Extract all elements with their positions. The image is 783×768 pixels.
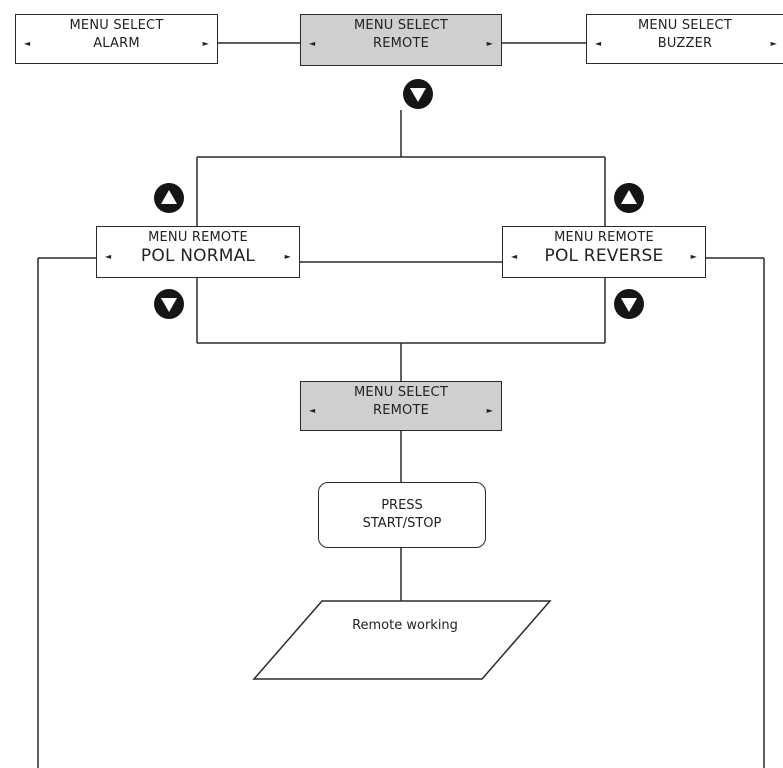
left-arrow-icon: ◄ [105, 252, 112, 261]
right-arrow-icon: ► [486, 406, 493, 415]
box-line-2: ALARM [93, 36, 140, 51]
left-arrow-icon: ◄ [309, 39, 316, 48]
menu-remote-pol-reverse-box[interactable]: MENU REMOTE ◄ POL REVERSE ► [502, 226, 706, 278]
right-arrow-icon: ► [690, 252, 697, 261]
remote-working-status: Remote working [352, 618, 458, 633]
up-arrow-button-icon[interactable] [614, 183, 644, 213]
right-arrow-icon: ► [486, 39, 493, 48]
left-arrow-icon: ◄ [595, 39, 602, 48]
menu-select-buzzer-box[interactable]: MENU SELECT ◄ BUZZER ► [586, 14, 783, 64]
menu-select-remote-top-box[interactable]: MENU SELECT ◄ REMOTE ► [300, 14, 502, 66]
box-line-1: MENU SELECT [638, 18, 732, 33]
down-arrow-button-icon[interactable] [403, 79, 433, 109]
box-line-2: REMOTE [372, 403, 430, 418]
right-arrow-icon: ► [770, 39, 777, 48]
box-line-1: MENU SELECT [354, 18, 448, 33]
left-arrow-icon: ◄ [511, 252, 518, 261]
menu-select-alarm-box[interactable]: MENU SELECT ◄ ALARM ► [15, 14, 218, 64]
right-arrow-icon: ► [284, 252, 291, 261]
box-line-2: POL NORMAL [140, 246, 256, 266]
up-arrow-button-icon[interactable] [154, 183, 184, 213]
menu-select-remote-box[interactable]: MENU SELECT ◄ REMOTE ► [300, 381, 502, 431]
right-arrow-icon: ► [202, 39, 209, 48]
press-line-2: START/STOP [362, 516, 442, 531]
box-line-2: REMOTE [372, 36, 430, 51]
down-arrow-button-icon[interactable] [614, 289, 644, 319]
left-arrow-icon: ◄ [24, 39, 31, 48]
box-line-1: MENU REMOTE [554, 230, 654, 245]
press-line-1: PRESS [381, 498, 423, 513]
down-arrow-button-icon[interactable] [154, 289, 184, 319]
box-line-2: BUZZER [657, 36, 713, 51]
box-line-1: MENU SELECT [354, 385, 448, 400]
box-line-2: POL REVERSE [544, 246, 664, 266]
box-line-1: MENU REMOTE [148, 230, 248, 245]
left-arrow-icon: ◄ [309, 406, 316, 415]
press-start-stop-step: PRESS START/STOP [318, 482, 486, 548]
box-line-1: MENU SELECT [69, 18, 164, 33]
menu-remote-pol-normal-box[interactable]: MENU REMOTE ◄ POL NORMAL ► [96, 226, 300, 278]
